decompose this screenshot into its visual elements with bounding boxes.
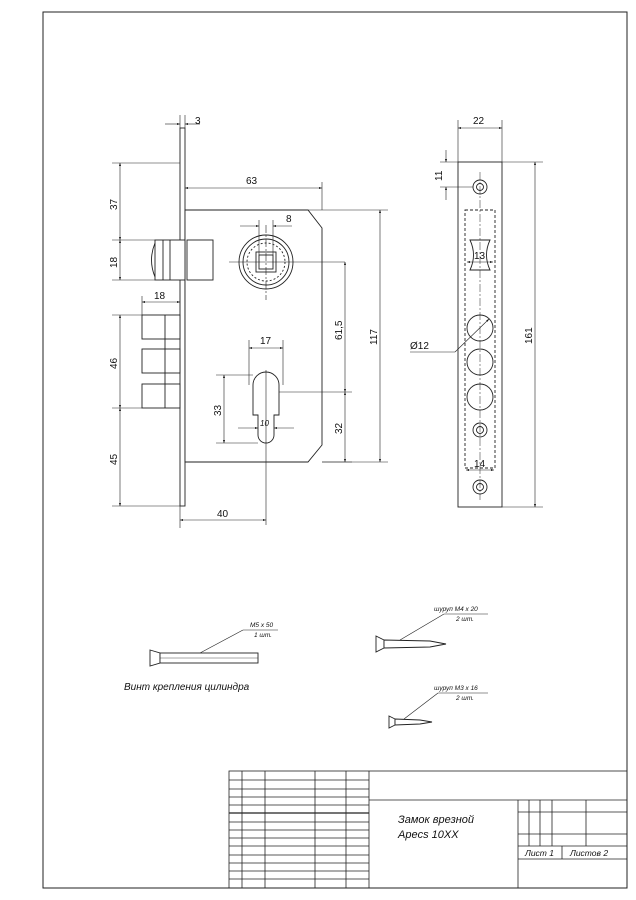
front-dimension-lines — [112, 115, 388, 528]
deadbolts — [141, 314, 181, 409]
dim-backset: 40 — [217, 509, 229, 520]
sheet-count: Листов 2 — [569, 848, 608, 858]
screw-m3 — [388, 692, 488, 729]
sheet-number: Лист 1 — [524, 848, 554, 858]
dim-faceplate-thickness: 3 — [195, 116, 201, 127]
dim-screw-offset: 11 — [434, 170, 445, 181]
dim-body-height: 117 — [369, 329, 380, 345]
screw-m4-spec: шуруп M4 x 20 — [434, 606, 478, 613]
front-view — [141, 127, 345, 525]
drawing-title-line2: Apecs 10XX — [397, 829, 459, 841]
screw-m4-qty: 2 шт. — [455, 616, 474, 623]
dim-cylinder-height: 33 — [213, 404, 224, 416]
sheet-frame — [42, 11, 628, 889]
dim-cylinder-width: 17 — [260, 336, 272, 347]
dim-bottom-offset: 45 — [109, 453, 120, 465]
dim-bottom-window: 14 — [474, 459, 486, 470]
dim-cylinder-pin: 10 — [260, 419, 269, 428]
screw-m3-qty: 2 шт. — [455, 695, 474, 702]
dim-latch-height: 18 — [109, 256, 120, 268]
dim-faceplate-width: 22 — [473, 116, 485, 127]
screw-m3-spec: шуруп M3 x 16 — [434, 685, 478, 692]
dim-center-distance: 61,5 — [334, 320, 345, 340]
title-block — [228, 770, 628, 889]
cylinder-screw-qty: 1 шт. — [254, 632, 272, 639]
latch — [151, 239, 214, 281]
side-dimension-lines — [410, 120, 543, 508]
dim-latch-top: 37 — [109, 198, 120, 210]
cylinder-screw — [149, 629, 278, 667]
dim-faceplate-height: 161 — [524, 327, 535, 344]
dim-latch-offset: 63 — [246, 176, 258, 187]
dim-bolt-diameter: Ø12 — [410, 341, 429, 352]
screw-m4 — [375, 613, 488, 653]
dim-cylinder-bottom: 32 — [334, 422, 345, 434]
cylinder-screw-spec: M5 x 50 — [250, 622, 274, 629]
dim-spindle-square: 8 — [286, 214, 292, 225]
cylinder-screw-caption: Винт крепления цилиндра — [124, 682, 250, 693]
side-view — [457, 161, 503, 508]
dim-latch-window: 13 — [474, 251, 486, 262]
dim-bolt-length: 18 — [154, 291, 166, 302]
faceplate — [179, 127, 186, 507]
dim-bolt-block: 46 — [109, 357, 120, 369]
drawing-title-line1: Замок врезной — [398, 814, 474, 826]
